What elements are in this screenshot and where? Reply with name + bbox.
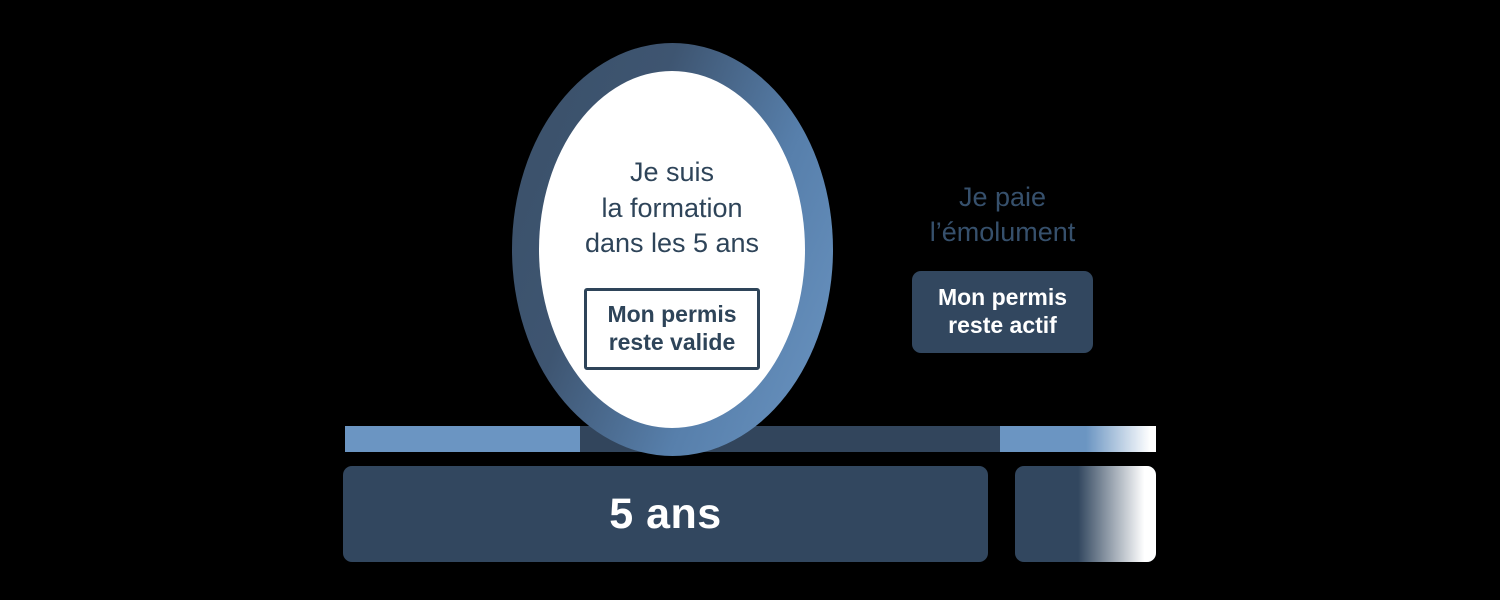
upcoming-group: Je paie l’émolument Mon permis reste act… [880,180,1125,354]
rail-fade-overlay [1086,426,1156,452]
timeline-segment-next[interactable] [1015,466,1156,562]
timeline-segment-label: 5 ans [609,489,722,538]
segment-fade-overlay [1078,466,1156,562]
ellipse-content: Je suis la formation dans les 5 ans Mon … [539,71,805,428]
timeline-segment-active[interactable]: 5 ans [343,466,988,562]
callout-ellipse: Je suis la formation dans les 5 ans Mon … [512,43,833,456]
callout-status-chip[interactable]: Mon permis reste valide [584,287,760,370]
upcoming-caption: Je paie l’émolument [929,182,1076,248]
callout-headline: Je suis la formation dans les 5 ans [584,157,760,259]
upcoming-status-chip[interactable]: Mon permis reste actif [911,271,1094,354]
